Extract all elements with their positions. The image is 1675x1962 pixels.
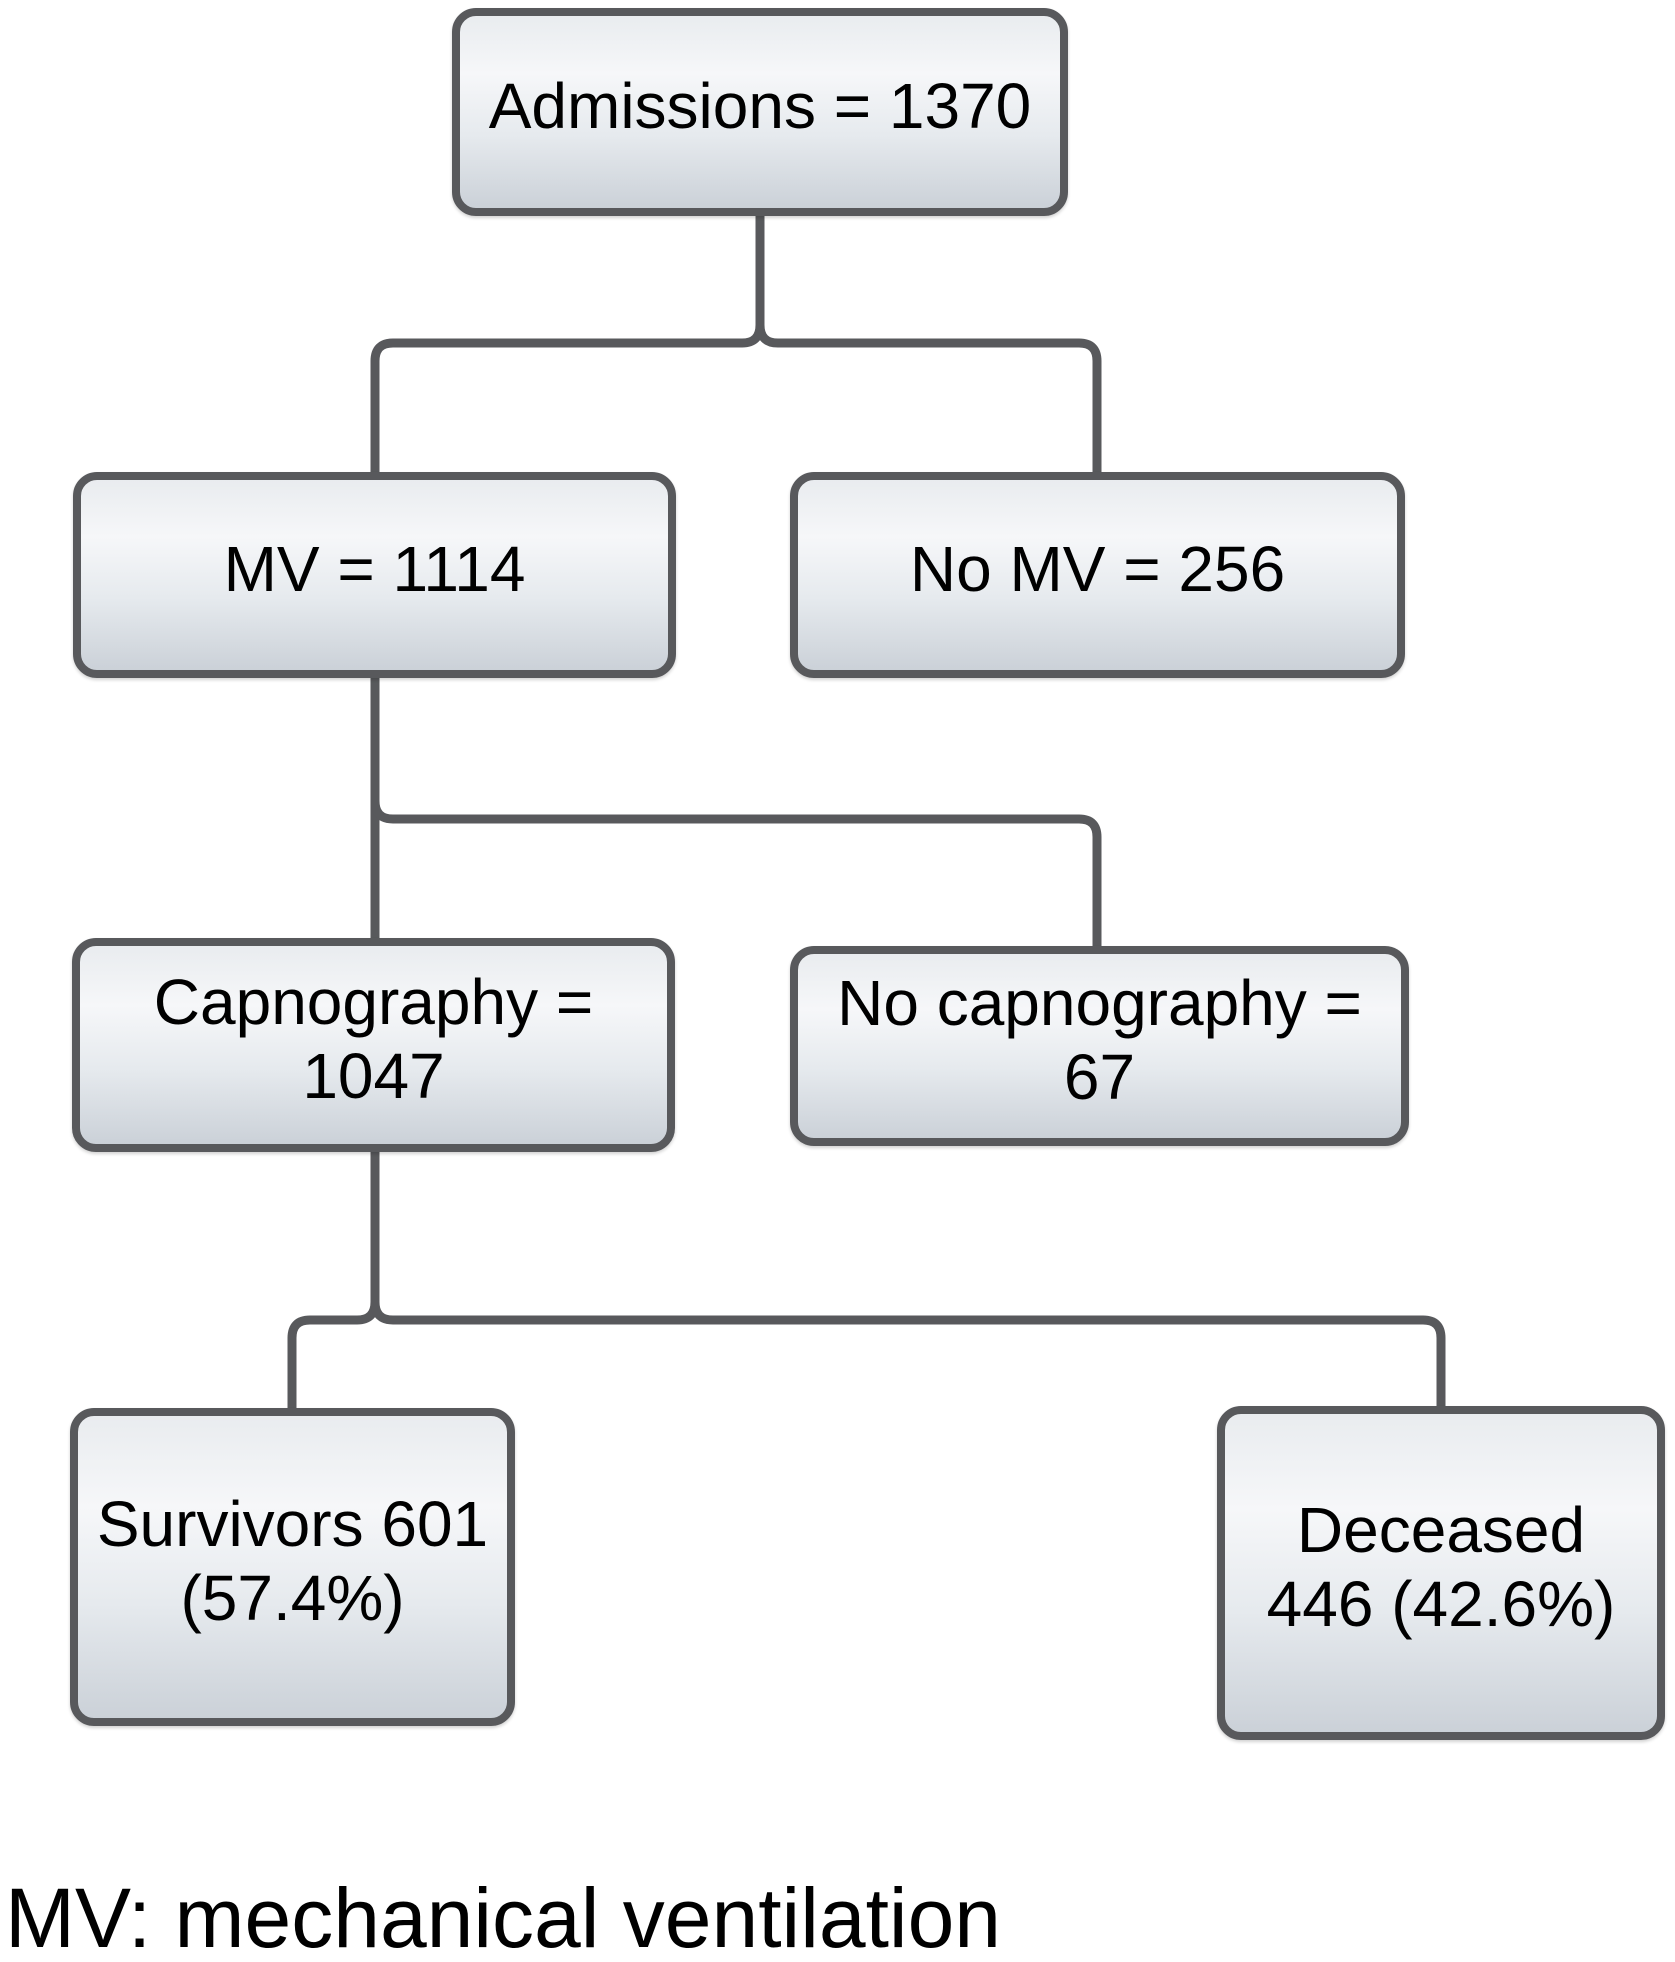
node-survivors-line1: Survivors 601 bbox=[96, 1487, 489, 1560]
node-mv-line1: MV = 1114 bbox=[223, 532, 526, 605]
node-capnography-line2: 1047 bbox=[302, 1040, 445, 1112]
node-deceased-line1: Deceased bbox=[1296, 1493, 1586, 1566]
edge-capnography-survivors bbox=[287, 1148, 380, 1414]
node-deceased-label: Deceased 446 (42.6%) bbox=[1267, 1493, 1616, 1641]
node-mv-label: MV = 1114 bbox=[224, 532, 526, 606]
edge-mv-no-capnography bbox=[370, 674, 1102, 952]
node-admissions-line1: Admissions = 1370 bbox=[488, 69, 1032, 142]
edge-capnography-deceased bbox=[370, 1148, 1446, 1412]
node-deceased: Deceased 446 (42.6%) bbox=[1217, 1406, 1665, 1740]
node-no-capnography: No capnography = 67 bbox=[790, 946, 1409, 1146]
node-no-capnography-line2: 67 bbox=[1063, 1041, 1136, 1113]
node-capnography: Capnography = 1047 bbox=[72, 938, 675, 1152]
node-no-mv-label: No MV = 256 bbox=[910, 532, 1285, 606]
edge-admissions-mv bbox=[370, 212, 765, 476]
node-mv: MV = 1114 bbox=[73, 472, 676, 678]
node-capnography-line1: Capnography = bbox=[153, 965, 594, 1038]
node-survivors: Survivors 601 (57.4%) bbox=[70, 1408, 515, 1726]
node-admissions: Admissions = 1370 bbox=[452, 8, 1068, 216]
node-no-mv: No MV = 256 bbox=[790, 472, 1405, 678]
node-admissions-label: Admissions = 1370 bbox=[489, 69, 1032, 143]
node-capnography-label: Capnography = 1047 bbox=[154, 965, 593, 1113]
edge-admissions-no-mv bbox=[755, 212, 1102, 476]
node-survivors-label: Survivors 601 (57.4%) bbox=[97, 1487, 488, 1635]
node-no-capnography-label: No capnography = 67 bbox=[837, 966, 1362, 1114]
node-deceased-line2: 446 (42.6%) bbox=[1266, 1568, 1616, 1640]
abbreviation-note: MV: mechanical ventilation bbox=[5, 1871, 1002, 1962]
node-survivors-line2: (57.4%) bbox=[180, 1562, 405, 1634]
node-no-capnography-line1: No capnography = bbox=[837, 966, 1362, 1039]
node-no-mv-line1: No MV = 256 bbox=[909, 532, 1286, 605]
